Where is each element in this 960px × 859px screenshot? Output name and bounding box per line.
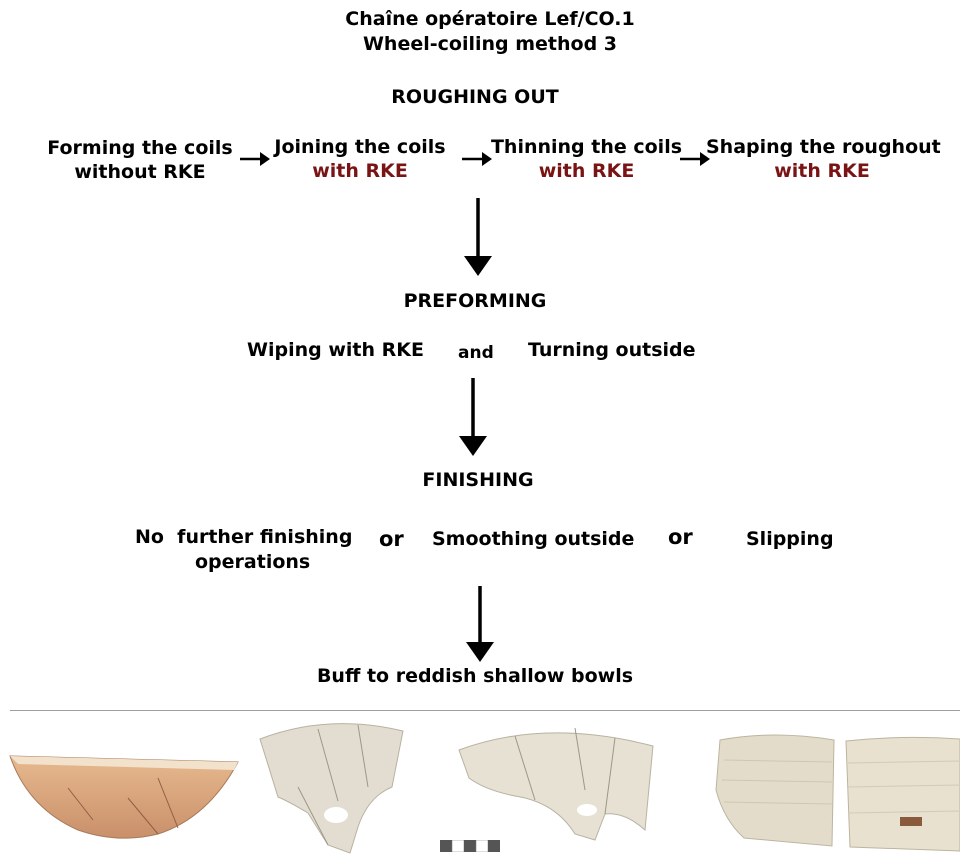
arrow-down-1 [462,198,494,276]
chaine-title: Chaîne opératoire Lef/CO.1 [290,7,690,31]
step-forming-line1: Forming the coils [40,136,240,160]
result-label: Buff to reddish shallow bowls [290,664,660,688]
finishing-or-1: or [379,527,404,551]
preforming-op-turning: Turning outside [528,338,696,362]
arrow-right-3 [680,150,710,168]
arrow-right-1 [240,150,270,168]
divider-line [10,710,960,711]
step-forming-line2: without RKE [40,160,240,184]
step-thinning-line2: with RKE [484,159,689,183]
step-forming-coils: Forming the coils without RKE [40,136,240,184]
bowl-fragment-photo-1 [258,717,408,857]
arrow-down-2 [457,378,489,456]
step-shaping-roughout: Shaping the roughout with RKE [706,135,938,183]
bowl-sherd-photo-2 [842,735,960,853]
preforming-connector-and: and [458,341,494,365]
stage-finishing: FINISHING [378,468,578,492]
finishing-option-none-line1: No further finishing [135,525,352,549]
arrow-right-2 [462,150,492,168]
bowl-sherd-photo-1 [714,730,836,848]
chaine-subtitle: Wheel-coiling method 3 [290,32,690,56]
step-joining-coils: Joining the coils with RKE [260,135,460,183]
bowl-profile-photo [8,748,240,848]
finishing-or-2: or [668,525,693,549]
step-shaping-line1: Shaping the roughout [706,135,938,159]
stage-roughing-out: ROUGHING OUT [325,85,625,109]
preforming-op-wiping: Wiping with RKE [247,338,424,362]
step-joining-line2: with RKE [260,159,460,183]
step-shaping-line2: with RKE [706,159,938,183]
bowl-fragment-photo-2 [455,720,660,845]
finishing-option-none-line2: operations [195,550,310,574]
stage-preforming: PREFORMING [375,289,575,313]
step-thinning-line1: Thinning the coils [484,135,689,159]
step-joining-line1: Joining the coils [260,135,460,159]
arrow-down-3 [464,586,496,662]
scale-bar [440,840,502,852]
finishing-option-slipping: Slipping [746,527,834,551]
step-thinning-coils: Thinning the coils with RKE [484,135,689,183]
finishing-option-smoothing: Smoothing outside [432,527,634,551]
